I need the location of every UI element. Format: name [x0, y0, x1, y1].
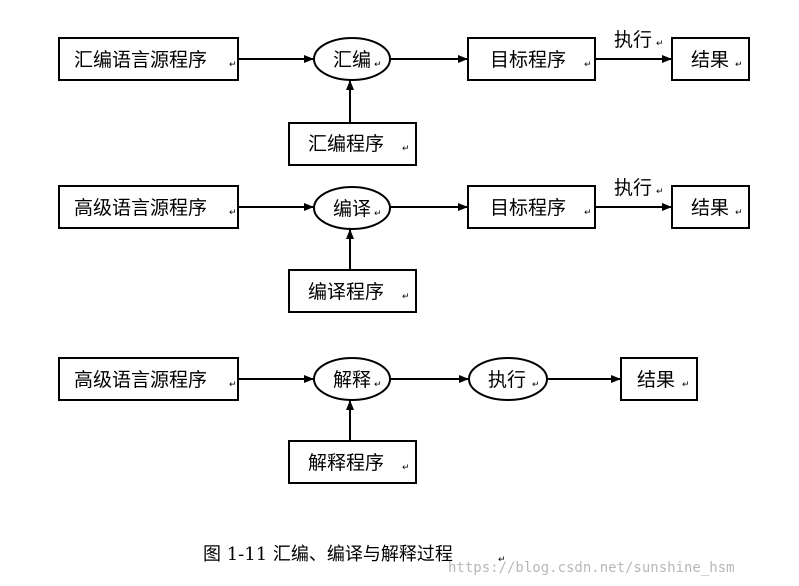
row-interpret: 高级语言源程序 ↵ 解释 ↵ 解释程序 ↵ 执行 ↵ 结果 ↵ — [58, 357, 698, 484]
program-box — [288, 122, 417, 166]
paragraph-mark: ↵ — [229, 208, 237, 218]
paragraph-mark: ↵ — [682, 380, 690, 390]
paragraph-mark: ↵ — [374, 380, 382, 390]
program-label: 解释程序 — [308, 452, 384, 474]
result-box — [671, 185, 750, 229]
paragraph-mark: ↵ — [656, 39, 664, 49]
exec-label: 执行 — [614, 177, 652, 199]
source-label: 高级语言源程序 — [74, 197, 207, 219]
exec-label: 执行 — [614, 29, 652, 51]
processor-label: 解释 — [333, 369, 371, 391]
paragraph-mark: ↵ — [584, 208, 592, 218]
result-label: 结果 — [691, 49, 729, 71]
program-label: 汇编程序 — [308, 133, 384, 155]
figure-caption: 图 1-11 汇编、编译与解释过程 — [203, 544, 453, 565]
paragraph-mark: ↵ — [656, 187, 664, 197]
processor-label: 编译 — [333, 198, 371, 220]
watermark: https://blog.csdn.net/sunshine_hsm — [448, 560, 735, 576]
source-box — [58, 37, 239, 81]
program-label: 编译程序 — [308, 281, 384, 303]
source-label: 高级语言源程序 — [74, 369, 207, 391]
paragraph-mark: ↵ — [229, 380, 237, 390]
program-box — [288, 269, 417, 313]
paragraph-mark: ↵ — [402, 144, 410, 154]
source-label: 汇编语言源程序 — [74, 49, 207, 71]
paragraph-mark: ↵ — [735, 208, 743, 218]
program-box — [288, 440, 417, 484]
processor-label: 汇编 — [333, 49, 371, 71]
paragraph-mark: ↵ — [584, 60, 592, 70]
output-box — [467, 185, 596, 229]
result-label: 结果 — [637, 369, 675, 391]
row-assembly: 汇编语言源程序 ↵ 汇编 ↵ 汇编程序 ↵ 目标程序 ↵ 执行 ↵ 结果 ↵ — [58, 29, 750, 166]
output-label: 目标程序 — [490, 197, 566, 219]
result-label: 结果 — [691, 197, 729, 219]
paragraph-mark: ↵ — [229, 60, 237, 70]
paragraph-mark: ↵ — [402, 292, 410, 302]
row-compile: 高级语言源程序 ↵ 编译 ↵ 编译程序 ↵ 目标程序 ↵ 执行 ↵ 结果 ↵ — [58, 177, 750, 313]
exec-node-label: 执行 — [488, 369, 526, 391]
paragraph-mark: ↵ — [498, 555, 506, 565]
paragraph-mark: ↵ — [374, 60, 382, 70]
paragraph-mark: ↵ — [402, 463, 410, 473]
paragraph-mark: ↵ — [532, 380, 540, 390]
output-label: 目标程序 — [490, 49, 566, 71]
source-box — [58, 185, 239, 229]
result-box — [620, 357, 698, 401]
paragraph-mark: ↵ — [735, 60, 743, 70]
paragraph-mark: ↵ — [374, 209, 382, 219]
result-box — [671, 37, 750, 81]
